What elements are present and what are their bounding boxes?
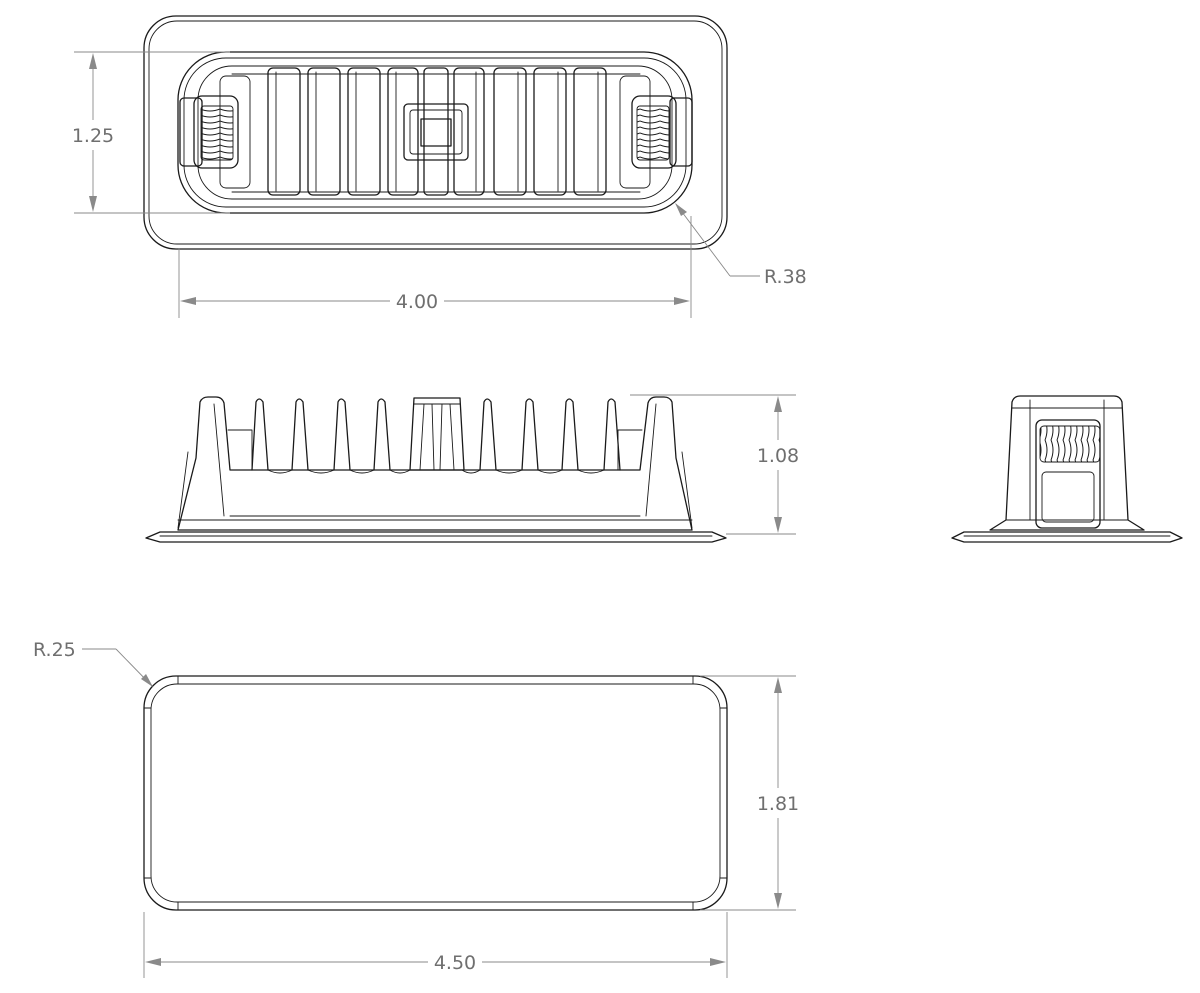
fin bbox=[347, 67, 381, 196]
fin bbox=[267, 67, 301, 196]
dim-text-1-25: 1.25 bbox=[72, 125, 114, 147]
dim-text-r25: R.25 bbox=[33, 639, 76, 661]
top-view: 1.25 4.00 R.38 bbox=[72, 15, 807, 318]
dimension-bottom-radius: R.25 bbox=[33, 639, 153, 687]
dimension-top-radius: R.38 bbox=[675, 203, 807, 288]
center-square bbox=[420, 118, 452, 147]
fin bbox=[453, 67, 485, 196]
top-view-flange-inner bbox=[148, 20, 723, 245]
bottom-view-outline bbox=[143, 675, 728, 911]
front-view: 1.08 bbox=[145, 394, 799, 543]
front-view-flange bbox=[145, 531, 727, 543]
front-view-fins bbox=[251, 398, 621, 474]
dimension-top-height: 1.25 bbox=[72, 51, 230, 214]
fin bbox=[479, 398, 497, 471]
fin bbox=[291, 398, 309, 471]
bottom-view: R.25 1.81 4.50 bbox=[33, 639, 799, 978]
front-view-body bbox=[177, 396, 693, 531]
spring-coil bbox=[200, 105, 234, 161]
dim-text-r38: R.38 bbox=[764, 266, 807, 288]
top-view-right-latch bbox=[619, 75, 693, 189]
top-view-cavity bbox=[197, 65, 673, 200]
top-view-flange-outline bbox=[143, 15, 728, 250]
fin bbox=[521, 398, 539, 471]
top-view-body-outer bbox=[177, 51, 693, 214]
side-view-latch-frame bbox=[1035, 419, 1101, 529]
fin bbox=[573, 67, 607, 196]
top-view-fins bbox=[267, 67, 607, 196]
top-view-center-post bbox=[403, 67, 469, 196]
fin bbox=[561, 398, 579, 471]
dim-text-4-50: 4.50 bbox=[434, 952, 476, 974]
fin bbox=[533, 67, 567, 196]
fin bbox=[603, 398, 621, 471]
dimension-bottom-width: 4.50 bbox=[143, 912, 728, 978]
spring-coil bbox=[636, 105, 670, 161]
fin bbox=[307, 67, 341, 196]
bottom-view-inner bbox=[150, 683, 721, 903]
top-view-body-inner bbox=[183, 57, 687, 208]
dim-text-1-81: 1.81 bbox=[757, 793, 799, 815]
fin bbox=[373, 398, 391, 471]
dimension-bottom-height: 1.81 bbox=[700, 675, 799, 911]
fin bbox=[493, 67, 527, 196]
fin bbox=[251, 398, 269, 471]
dimension-top-width: 4.00 bbox=[178, 216, 692, 318]
dimension-front-height: 1.08 bbox=[630, 394, 799, 535]
side-view-flange bbox=[951, 531, 1183, 543]
side-view-body bbox=[989, 395, 1145, 531]
front-view-center-post bbox=[409, 397, 465, 471]
side-view bbox=[951, 395, 1183, 543]
fin bbox=[333, 398, 351, 471]
fin bbox=[387, 67, 419, 196]
spring-coil bbox=[1039, 425, 1101, 463]
dim-text-4-00: 4.00 bbox=[396, 291, 438, 313]
dim-text-1-08: 1.08 bbox=[757, 445, 799, 467]
top-view-left-latch bbox=[179, 75, 251, 189]
